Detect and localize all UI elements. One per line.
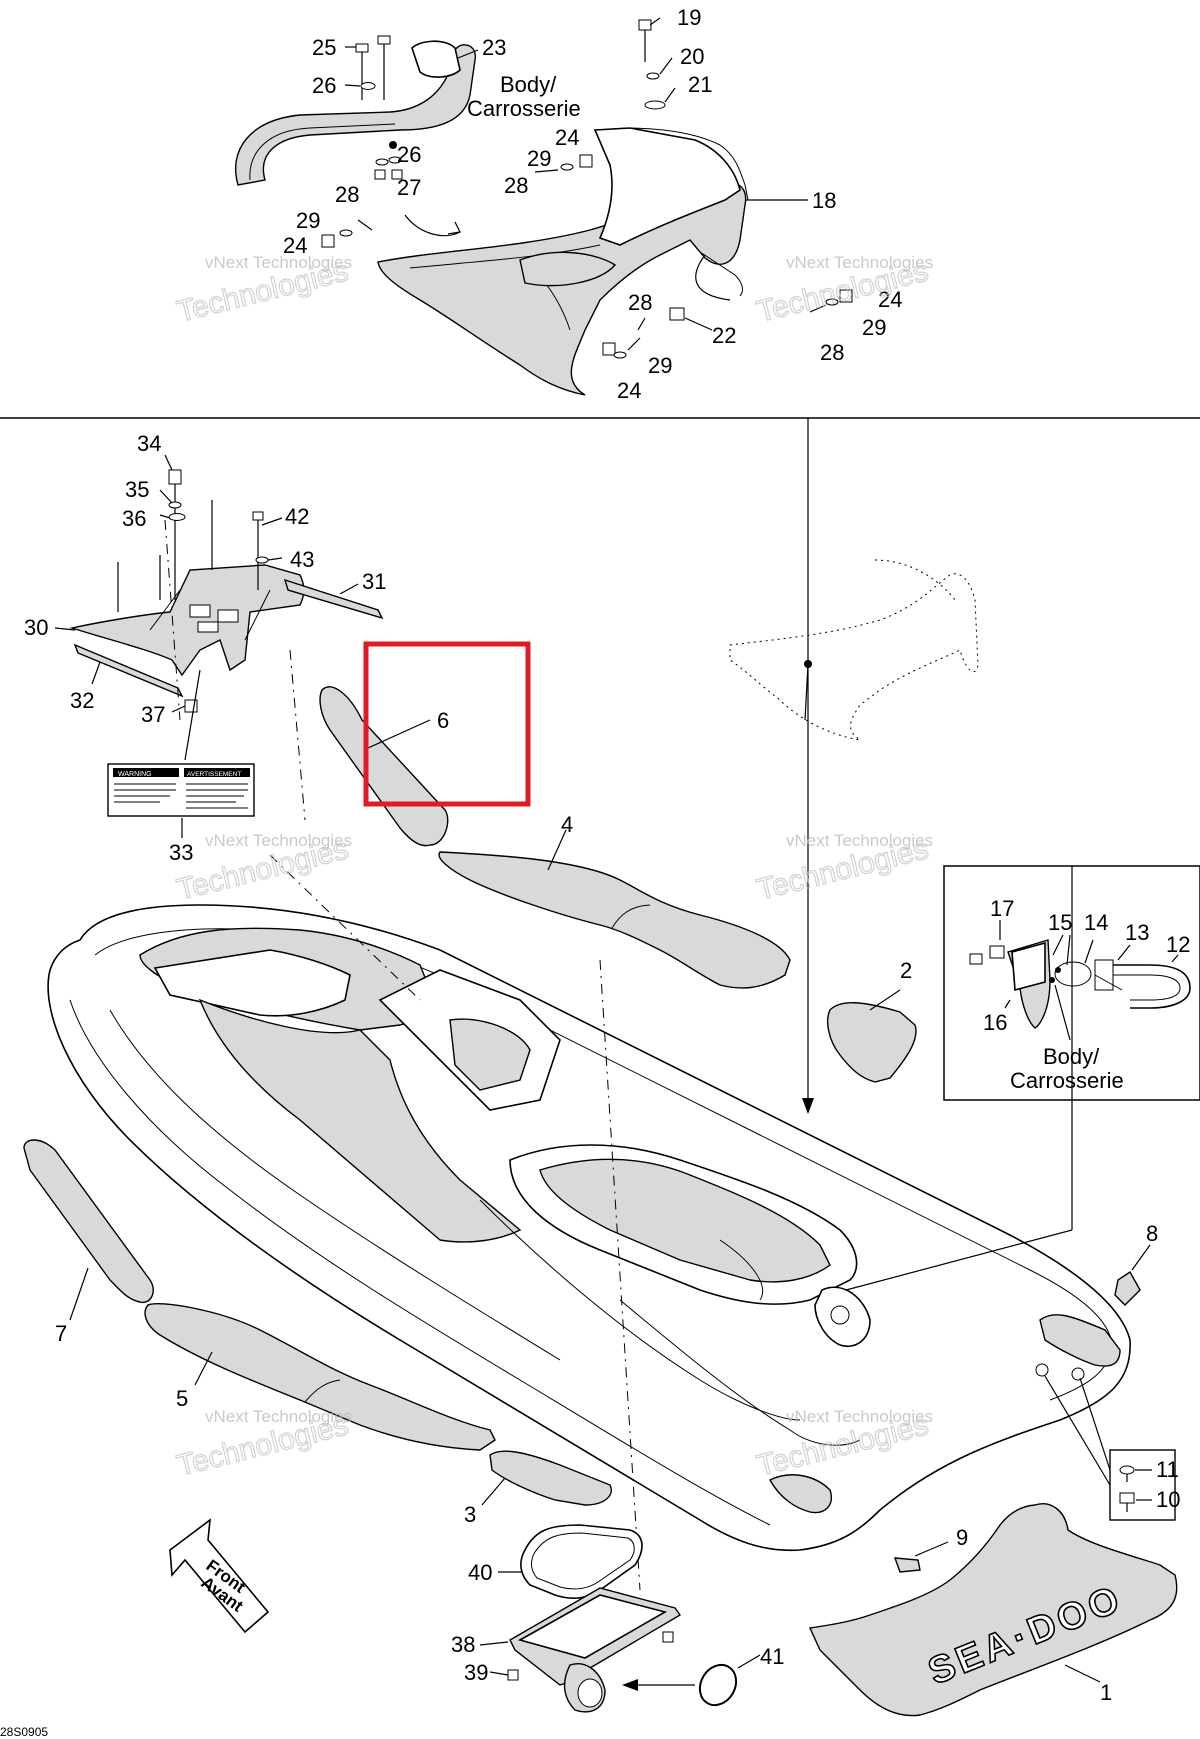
pad-7-part (23, 1139, 154, 1304)
callout-11: 11 (1156, 1457, 1179, 1482)
pad-3-part (489, 1450, 612, 1506)
callout-5: 5 (176, 1386, 188, 1411)
callout-13: 13 (1125, 920, 1149, 945)
highlight-box (363, 641, 531, 807)
warning-text: WARNING (118, 771, 152, 778)
callout-10: 10 (1156, 1487, 1180, 1512)
callout-26b: 26 (397, 142, 421, 167)
body-outline-ghost (729, 418, 979, 1114)
callout-22: 22 (712, 323, 736, 348)
callout-7: 7 (55, 1321, 67, 1346)
callout-3: 3 (464, 1502, 476, 1527)
callout-4: 4 (561, 812, 573, 837)
callout-28c: 28 (628, 290, 652, 315)
callout-17: 17 (990, 896, 1014, 921)
callout-42: 42 (285, 504, 309, 529)
pad-4-part (438, 851, 791, 989)
callout-36: 36 (122, 506, 146, 531)
callout-23: 23 (482, 35, 506, 60)
callout-19: 19 (677, 5, 701, 30)
inset-top-label-line2: Carrosserie (467, 96, 581, 121)
callout-40: 40 (468, 1560, 492, 1585)
callout-35: 35 (125, 477, 149, 502)
callout-43: 43 (290, 547, 314, 572)
front-arrow: Front Avant (169, 1518, 270, 1634)
callout-37: 37 (141, 702, 165, 727)
callout-25: 25 (312, 35, 336, 60)
storage-bin-part (507, 1587, 682, 1713)
callout-24d: 24 (878, 287, 902, 312)
callout-29b: 29 (527, 146, 551, 171)
pad-9-part (893, 1557, 921, 1573)
pad-5-part (144, 1303, 496, 1451)
drawing-code: 28S0905 (0, 1725, 48, 1739)
callout-29c: 29 (648, 353, 672, 378)
fastener-box (1109, 1449, 1176, 1521)
storage-lid-part (520, 1524, 643, 1600)
warning-decal: WARNING AVERTISSEMENT (107, 763, 255, 817)
callout-28d: 28 (820, 340, 844, 365)
callout-18: 18 (812, 188, 836, 213)
watermark-text: vNext Technologies (786, 253, 933, 272)
grab-handle-part (234, 40, 476, 186)
mat-1-part: SEA·DOO (808, 1503, 1178, 1717)
watermark-text: vNext Technologies (205, 831, 352, 850)
callout-20: 20 (680, 44, 704, 69)
engine-cover-part (69, 564, 384, 713)
callout-33: 33 (169, 840, 193, 865)
callout-28b: 28 (504, 173, 528, 198)
callout-32: 32 (70, 688, 94, 713)
hull-part (47, 904, 1131, 1552)
callout-38: 38 (451, 1632, 475, 1657)
pad-6-part (319, 686, 449, 847)
callout-1: 1 (1100, 1680, 1112, 1705)
callout-29d: 29 (862, 315, 886, 340)
watermark-text: vNext Technologies (205, 253, 352, 272)
callout-15: 15 (1048, 910, 1072, 935)
callout-26: 26 (312, 73, 336, 98)
callout-12: 12 (1166, 932, 1190, 957)
callout-21: 21 (688, 72, 712, 97)
watermark-text: vNext Technologies (786, 831, 933, 850)
callout-39: 39 (464, 1660, 488, 1685)
callout-30: 30 (24, 615, 48, 640)
watermark-text: vNext Technologies (786, 1407, 933, 1426)
body-cover-part (377, 127, 749, 396)
callout-29: 29 (296, 208, 320, 233)
top-inset: 25 26 23 Body/ Carrosserie 26 27 28 29 2… (0, 5, 1200, 419)
o-ring-part (698, 1663, 738, 1707)
inset-top-label-line1: Body/ (500, 72, 557, 97)
pad-8-part (1114, 1270, 1141, 1306)
inset-right-label-line2: Carrosserie (1010, 1068, 1124, 1093)
callout-8: 8 (1146, 1221, 1158, 1246)
warning-text-fr: AVERTISSEMENT (187, 771, 241, 778)
callout-16: 16 (983, 1010, 1007, 1035)
callout-24c: 24 (617, 378, 641, 403)
callout-14: 14 (1084, 910, 1108, 935)
callout-34: 34 (137, 431, 161, 456)
callout-28: 28 (335, 182, 359, 207)
callout-9: 9 (956, 1525, 968, 1550)
callout-31: 31 (362, 569, 386, 594)
callout-6: 6 (437, 708, 449, 733)
pad-2-part (827, 1002, 917, 1083)
callout-24b: 24 (555, 125, 579, 150)
callout-27: 27 (397, 175, 421, 200)
watermark-text: vNext Technologies (205, 1407, 352, 1426)
callout-2: 2 (900, 958, 912, 983)
callout-41: 41 (760, 1644, 784, 1669)
callout-24: 24 (283, 233, 307, 258)
